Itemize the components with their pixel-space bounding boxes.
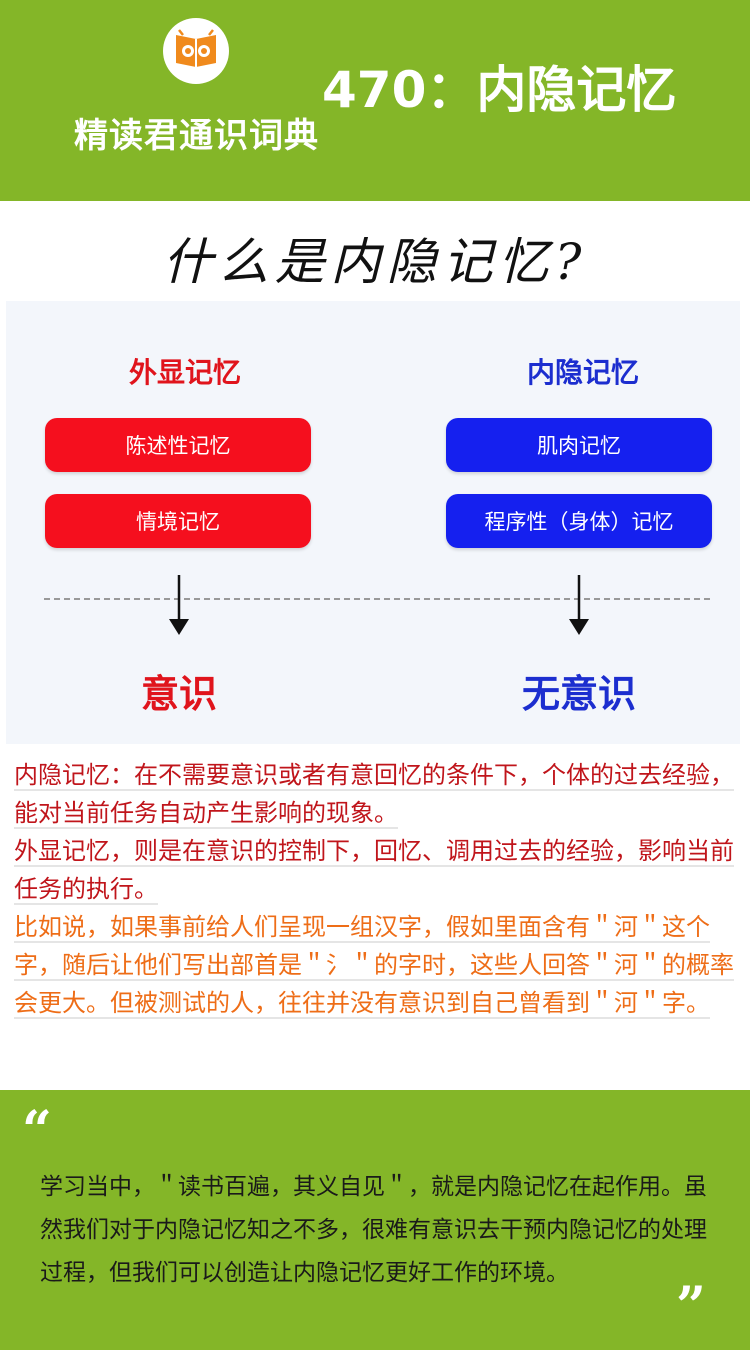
memory-diagram: 外显记忆 内隐记忆 陈述性记忆 情境记忆 肌肉记忆 程序性（身体）记忆 意识 无… (6, 301, 740, 744)
article-body: 内隐记忆：在不需要意识或者有意回忆的条件下，个体的过去经验，能对当前任务自动产生… (14, 756, 740, 1022)
episodic-memory-pill: 情境记忆 (45, 494, 311, 548)
example-paragraph: 比如说，如果事前给人们呈现一组汉字，假如里面含有＂河＂这个字，随后让他们写出部首… (14, 913, 734, 1017)
book-owl-icon (173, 29, 219, 73)
arrow-down-icon (564, 575, 594, 637)
close-quote-mark: ” (676, 1276, 706, 1337)
arrow-down-icon (164, 575, 194, 637)
header-banner: 精读君通识词典 470：内隐记忆 (0, 0, 750, 201)
open-quote-mark: “ (22, 1100, 52, 1161)
explicit-memory-title: 外显记忆 (128, 356, 241, 389)
unconscious-label: 无意识 (521, 672, 636, 716)
quote-text: 学习当中，＂读书百遍，其义自见＂，就是内隐记忆在起作用。虽然我们对于内隐记忆知之… (40, 1174, 707, 1286)
page-title: 470：内隐记忆 (322, 61, 677, 119)
quote-block: “ 学习当中，＂读书百遍，其义自见＂，就是内隐记忆在起作用。虽然我们对于内隐记忆… (0, 1090, 750, 1350)
procedural-memory-pill: 程序性（身体）记忆 (446, 494, 712, 548)
declarative-memory-pill: 陈述性记忆 (45, 418, 311, 472)
handwritten-heading: 什么是内隐记忆? (162, 233, 588, 291)
implicit-memory-title: 内隐记忆 (526, 356, 639, 389)
brand-logo (163, 18, 229, 84)
explicit-paragraph: 外显记忆，则是在意识的控制下，回忆、调用过去的经验，影响当前任务的执行。 (14, 837, 734, 903)
definition-paragraph: 内隐记忆：在不需要意识或者有意回忆的条件下，个体的过去经验，能对当前任务自动产生… (14, 761, 734, 827)
divider-line (44, 598, 710, 600)
muscle-memory-pill: 肌肉记忆 (446, 418, 712, 472)
brand-name: 精读君通识词典 (74, 116, 319, 156)
conscious-label: 意识 (140, 672, 217, 716)
